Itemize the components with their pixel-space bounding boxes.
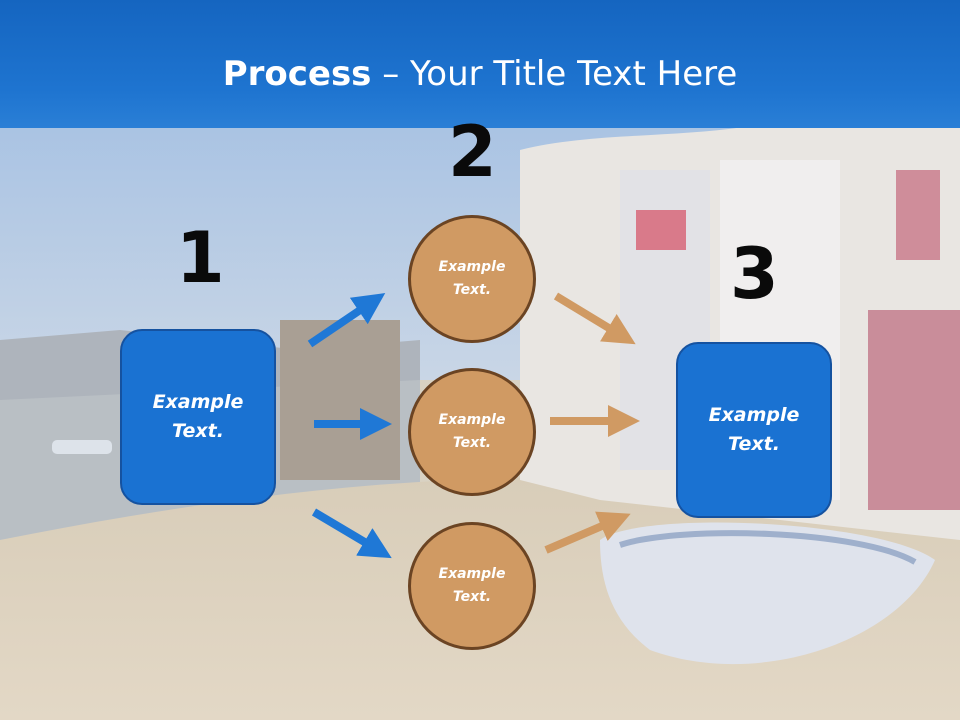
slide-title: Process – Your Title Text Here: [0, 52, 960, 96]
arrow-circle-bottom-to-box3: [544, 511, 631, 554]
box-3-text: Example Text.: [708, 404, 800, 455]
process-circle-middle[interactable]: Example Text.: [408, 368, 536, 496]
circle-bottom-text: Example Text.: [438, 566, 506, 605]
step-number-1: 1: [176, 217, 225, 299]
process-box-step-1[interactable]: Example Text.: [120, 329, 276, 505]
process-circle-top[interactable]: Example Text.: [408, 215, 536, 343]
title-band: [0, 0, 960, 128]
title-bold: Process: [222, 54, 372, 94]
process-box-step-3[interactable]: Example Text.: [676, 342, 832, 518]
step-number-3: 3: [730, 233, 779, 315]
step-number-2: 2: [448, 111, 497, 193]
arrow-circle-top-to-box3: [553, 292, 636, 345]
process-circle-bottom[interactable]: Example Text.: [408, 522, 536, 650]
arrow-box1-to-circle-bottom: [311, 508, 392, 559]
arrow-box1-to-circle-top: [307, 293, 386, 348]
circle-top-text: Example Text.: [438, 259, 506, 298]
title-rest: – Your Title Text Here: [371, 54, 738, 94]
box-1-text: Example Text.: [152, 391, 244, 442]
circle-middle-text: Example Text.: [438, 412, 506, 451]
